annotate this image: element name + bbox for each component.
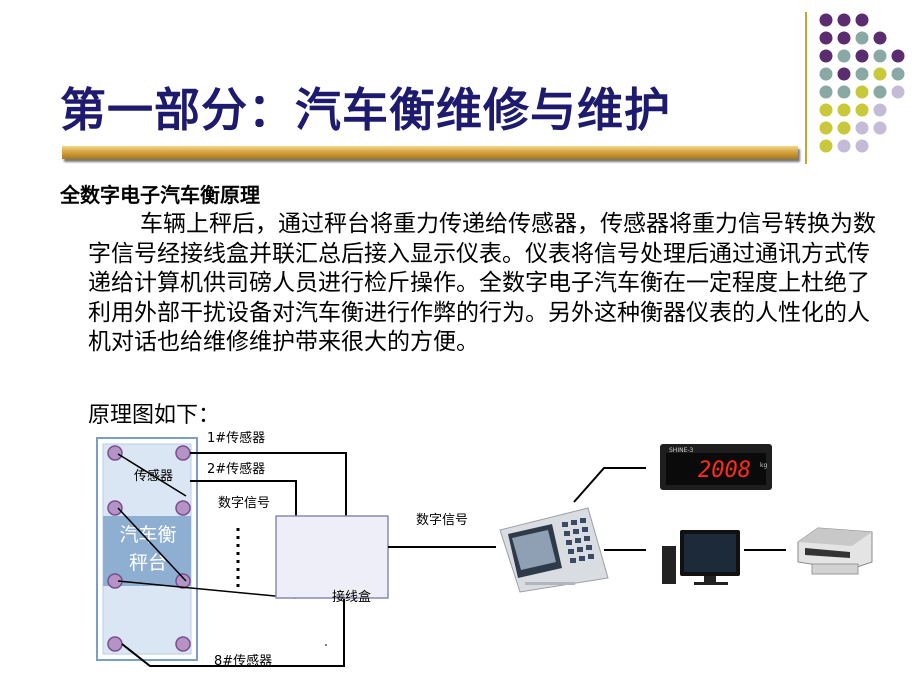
sensor-8-label: 8#传感器 [214,653,272,669]
dot-row-1 [819,13,869,27]
diagram-caption: 原理图如下： [88,403,221,428]
platform-label-line2: 秤台 [129,552,167,574]
digital-signal-label-left: 数字信号 [218,496,270,511]
section-subtitle: 全数字电子汽车衡原理 [60,183,260,207]
load-cell-2 [175,445,191,461]
pc-tower [662,546,676,584]
sensor-cables [121,452,347,667]
decorative-dot-grid [819,13,905,153]
stray-dot [325,644,327,646]
junction-box [275,515,389,599]
load-cells [107,445,191,652]
keypad [562,518,594,563]
load-cell-7 [107,636,123,652]
page-title: 第一部分：汽车衡维修与维护 [60,83,671,137]
junction-box-label: 接线盒 [332,589,371,605]
cable-sensor-2 [190,480,297,516]
dot-row-3 [819,49,905,63]
load-cell-8 [175,636,191,652]
load-cell-4 [175,500,191,516]
digital-signal-label-right: 数字信号 [416,513,468,528]
load-cell-1 [107,445,123,461]
dot-row-4 [819,67,905,81]
dot-row-6 [819,103,887,117]
sensor-1-label: 1#传感器 [207,430,265,446]
sensor-2-label: 2#传感器 [207,461,265,477]
cable-sensor-8 [121,598,345,667]
led-unit: kg [760,462,767,469]
cable-diagonal-1 [117,453,187,497]
body-paragraph: 车辆上秤后，通过秤台将重力传递给传感器，传感器将重力信号转换为数字信号经接线盒并… [88,210,878,358]
led-remote-display: SHINE-3 2008 kg [660,444,772,490]
led-reading: 2008 [698,458,751,483]
dot-row-7 [819,121,887,135]
cable-sensor-1 [190,452,347,516]
dot-row-8 [819,139,869,153]
printer [797,527,873,575]
weighing-indicator [499,507,609,593]
dot-row-2 [819,31,887,45]
computer [662,530,740,585]
body-paragraph-text: 车辆上秤后，通过秤台将重力传递给传感器，传感器将重力信号转换为数字信号经接线盒并… [88,211,876,355]
load-cell-6 [175,573,191,589]
platform-label-line1: 汽车衡 [119,524,176,546]
title-underline-bar [62,146,798,159]
cable-diagonal-3 [117,580,297,599]
line-indicator-to-display [573,467,646,503]
decorative-vertical-line [805,12,807,164]
load-cell-3 [107,500,123,516]
led-brand: SHINE-3 [669,447,694,454]
cable-diagonal-2 [117,507,187,582]
dot-row-5 [819,85,905,99]
